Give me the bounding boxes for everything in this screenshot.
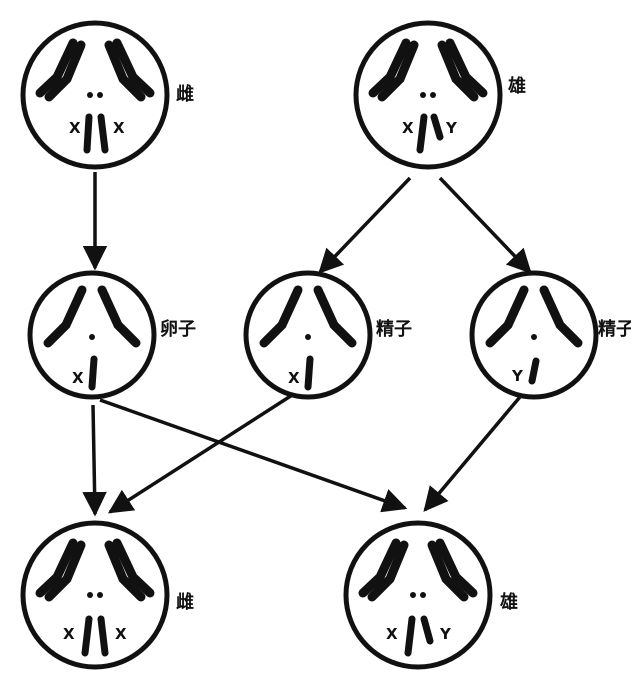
chromosome: [367, 540, 409, 602]
cell-sperm-x: X: [243, 270, 373, 400]
sex-chromosome: [420, 615, 434, 645]
chromosome: [437, 40, 479, 102]
label-female-parent: 雌: [176, 83, 194, 105]
sex-chromosome: [97, 113, 109, 154]
chromosome: [112, 538, 155, 598]
sex-chromosome-label: X: [402, 119, 414, 137]
arrow-egg-to-female-offspring: [82, 404, 107, 517]
chromosome: [368, 38, 411, 98]
centromere-dot: [97, 592, 103, 598]
sex-chromosome-label: Y: [445, 119, 458, 137]
sex-chromosome-label: X: [69, 119, 81, 137]
label-egg: 卵子: [160, 318, 196, 340]
sex-chromosome: [416, 113, 428, 154]
cell-egg: X: [27, 270, 157, 400]
cell-male-offspring: X Y: [343, 520, 493, 670]
label-sperm-x: 精子: [376, 318, 412, 340]
sex-chromosome-label: Y: [511, 367, 524, 385]
chromosome: [44, 540, 86, 602]
centromere-dot: [305, 334, 311, 340]
cell-membrane: [20, 520, 170, 670]
cell-female-offspring: X X: [20, 520, 170, 670]
centromere-dot: [531, 334, 537, 340]
sex-chromosome-label: X: [386, 625, 398, 643]
sex-chromosome: [404, 615, 416, 657]
centromere-dot: [420, 592, 426, 598]
sex-chromosome-label: X: [72, 369, 84, 387]
cell-membrane: [343, 520, 493, 670]
chromosome: [358, 538, 401, 598]
sex-chromosome-label: X: [288, 369, 300, 387]
sex-chromosome-label: X: [63, 625, 75, 643]
centromere-dot: [430, 92, 436, 98]
chromosome: [104, 540, 146, 602]
sex-chromosome-label: X: [115, 625, 127, 643]
chromosome: [97, 285, 141, 348]
cell-membrane: [353, 20, 503, 170]
cell-female-parent: X X: [20, 20, 170, 170]
label-male-offspring: 雄: [499, 591, 518, 613]
centromere-dot: [89, 334, 95, 340]
sex-chromosome: [83, 113, 93, 154]
cell-membrane: [20, 20, 170, 170]
arrow-sperm-x-to-female-offspring: [107, 388, 301, 514]
chromosome: [44, 40, 86, 102]
centromere-dot: [410, 592, 416, 598]
chromosome: [112, 38, 155, 98]
label-sperm-y: 精子: [598, 318, 631, 340]
arrow-egg-to-male-offspring: [99, 398, 408, 513]
centromere-dot: [87, 592, 93, 598]
sex-chromosome: [304, 355, 314, 391]
arrow-male-to-sperm-y: [438, 176, 532, 274]
sex-chromosome-label: X: [113, 119, 125, 137]
cell-male-parent: X Y: [353, 20, 503, 170]
arrow-sperm-y-to-male-offspring: [423, 383, 532, 512]
chromosome: [445, 38, 488, 98]
chromosome: [104, 40, 146, 102]
sex-chromosome: [81, 615, 93, 657]
chromosome: [435, 538, 478, 598]
sex-chromosome: [97, 615, 109, 657]
label-male-parent: 雄: [507, 75, 526, 97]
cell-sperm-y: Y: [469, 270, 599, 400]
chromosome: [35, 38, 78, 98]
arrow-male-to-sperm-x: [318, 176, 412, 274]
sex-chromosome: [430, 113, 444, 141]
sex-chromosome-label: Y: [439, 625, 452, 643]
chromosome: [259, 285, 303, 348]
chromosome: [539, 285, 583, 348]
sex-chromosome: [88, 355, 98, 391]
centromere-dot: [87, 92, 93, 98]
chromosome: [313, 285, 357, 348]
label-female-offspring: 雌: [176, 591, 194, 613]
sex-chromosome: [528, 357, 540, 385]
chromosome: [485, 285, 529, 348]
chromosome: [35, 538, 78, 598]
chromosome: [43, 285, 87, 348]
centromere-dot: [420, 92, 426, 98]
chromosome: [377, 40, 419, 102]
centromere-dot: [97, 92, 103, 98]
chromosome: [427, 540, 469, 602]
